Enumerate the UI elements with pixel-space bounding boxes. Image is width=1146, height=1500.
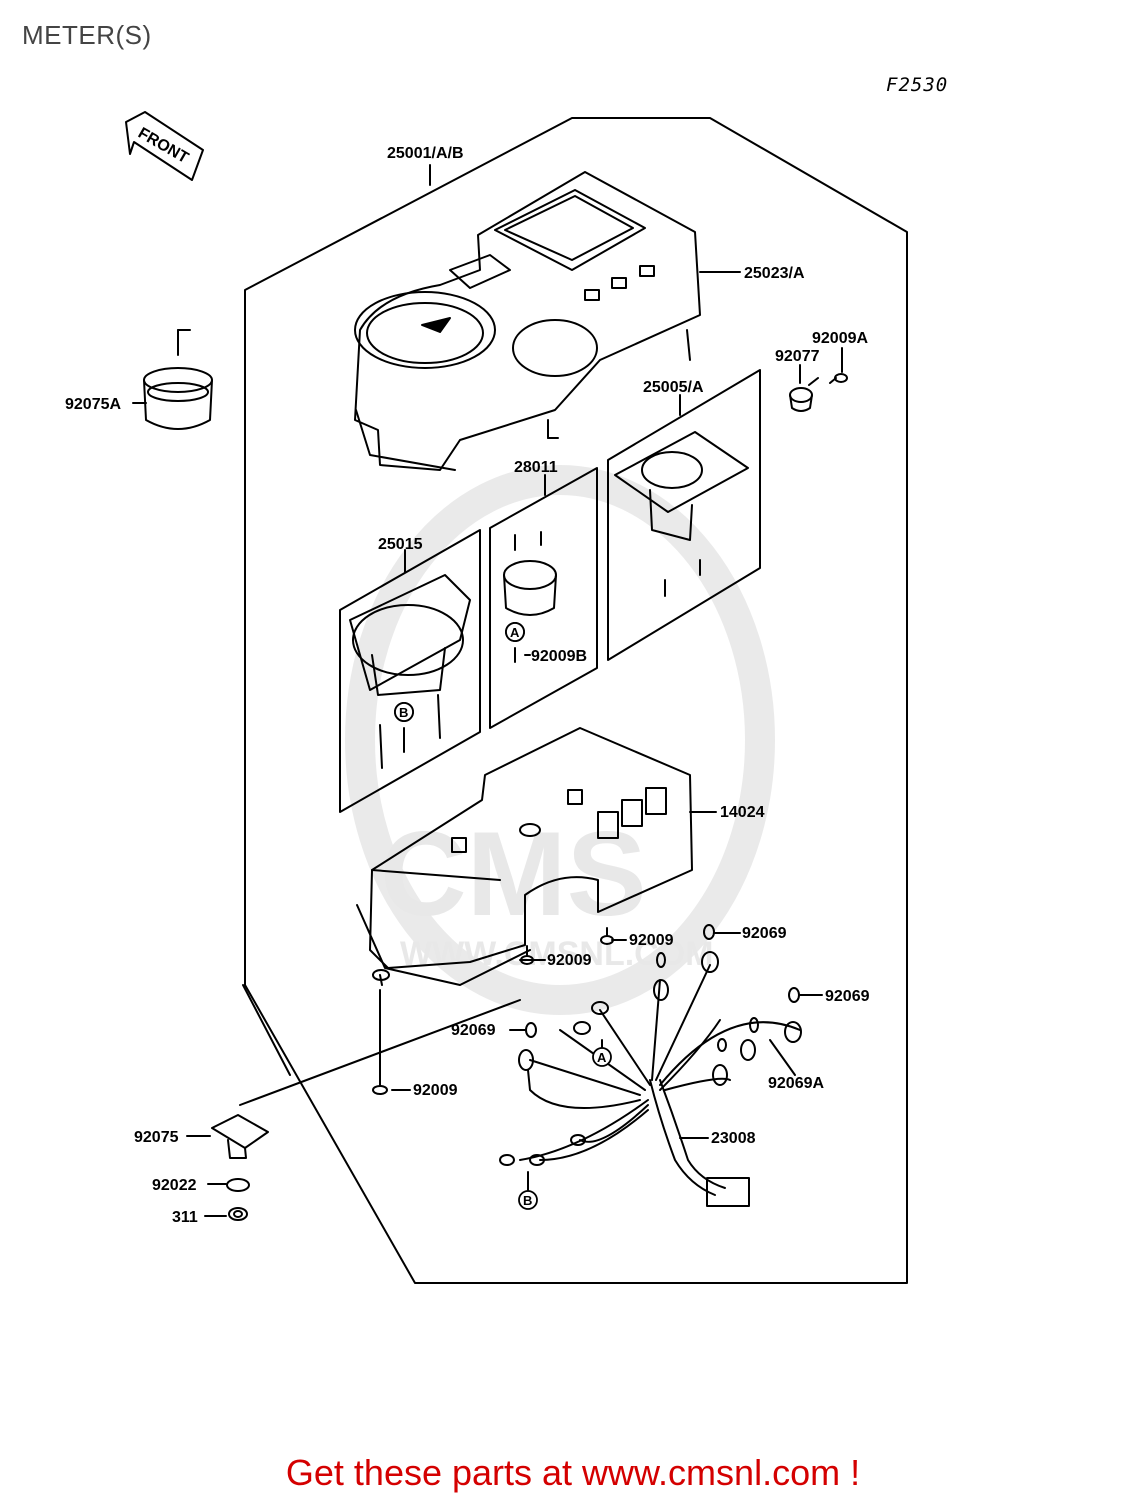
tachometer-25005 bbox=[607, 369, 761, 661]
label-92009b: 92009B bbox=[531, 648, 587, 665]
label-28011: 28011 bbox=[514, 459, 558, 476]
meter-case-14024 bbox=[356, 727, 693, 986]
screw-92009-b bbox=[520, 945, 534, 965]
label-25015: 25015 bbox=[378, 536, 423, 553]
washer-92022 bbox=[226, 1178, 250, 1192]
screw-92009a bbox=[829, 373, 848, 384]
label-92009-upper: 92009 bbox=[629, 932, 674, 949]
label-92069-right: 92069 bbox=[825, 988, 870, 1005]
wiring-harness-23008 bbox=[499, 924, 802, 1207]
label-92009a: 92009A bbox=[812, 330, 868, 347]
label-92069-left: 92069 bbox=[451, 1022, 496, 1039]
ref-marker-b-25015: B bbox=[399, 705, 408, 720]
promo-link[interactable]: Get these parts at www.cmsnl.com ! bbox=[285, 1452, 861, 1493]
grommet-92075 bbox=[211, 1114, 269, 1159]
label-92075a: 92075A bbox=[65, 396, 121, 413]
figure-code: F2530 bbox=[886, 74, 949, 96]
label-92009-lower: 92009 bbox=[413, 1082, 458, 1099]
screw-92009-a bbox=[600, 927, 614, 945]
nut-311 bbox=[228, 1207, 248, 1221]
label-25023: 25023/A bbox=[744, 265, 805, 282]
ref-marker-a-harness: A bbox=[597, 1050, 607, 1065]
front-arrow bbox=[125, 111, 204, 181]
label-92069a: 92069A bbox=[768, 1075, 824, 1092]
label-25001: 25001/A/B bbox=[387, 145, 464, 162]
gauge-28011 bbox=[489, 467, 598, 729]
watermark: CMS WWW.CMSNL.COM bbox=[345, 465, 775, 1015]
label-23008: 23008 bbox=[711, 1130, 756, 1147]
label-92022: 92022 bbox=[152, 1177, 197, 1194]
meter-cover-25023 bbox=[354, 171, 701, 471]
label-25005: 25005/A bbox=[643, 379, 704, 396]
assembly-outline bbox=[244, 117, 908, 1284]
cap-92075a bbox=[143, 329, 213, 430]
knob-92077 bbox=[789, 377, 819, 412]
ref-marker-b-harness: B bbox=[523, 1193, 532, 1208]
label-311: 311 bbox=[172, 1209, 198, 1226]
page-title: METER(S) bbox=[22, 20, 152, 50]
bolt-92009-lower bbox=[372, 1074, 388, 1095]
label-14024: 14024 bbox=[720, 804, 765, 821]
ref-marker-a-28011: A bbox=[510, 625, 520, 640]
label-92077: 92077 bbox=[775, 348, 820, 365]
speedometer-25015 bbox=[339, 529, 481, 813]
label-92069-upper: 92069 bbox=[742, 925, 787, 942]
label-92075: 92075 bbox=[134, 1129, 179, 1146]
label-92009-middle: 92009 bbox=[547, 952, 592, 969]
